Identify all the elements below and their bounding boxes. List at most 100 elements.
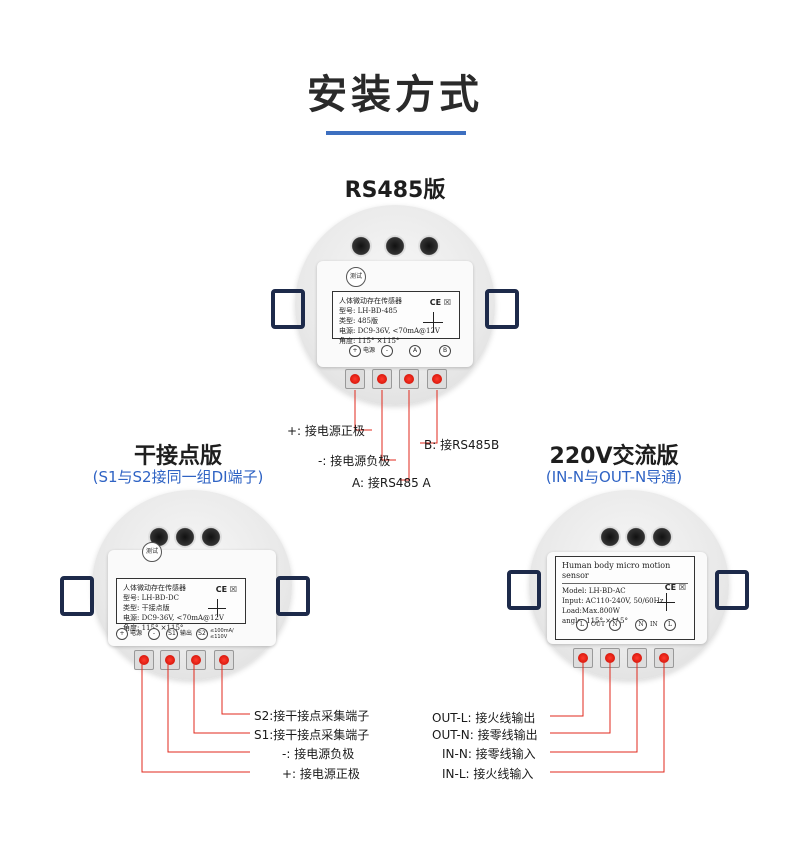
ce-mark-icon: CE ☒ — [664, 583, 686, 592]
terminal-screw — [399, 369, 419, 389]
terminal-screw — [345, 369, 365, 389]
ac220-annotation-out-l: OUT-L: 接火线输出 — [432, 711, 536, 725]
terminal-screw — [160, 650, 180, 670]
terminal-in-text: IN — [650, 621, 658, 628]
ac220-subtitle: (IN-N与OUT-N导通) — [545, 468, 683, 486]
dry-label-line: 类型: 干接点版 — [123, 604, 170, 612]
ac220-label-line: angle: 115° ×115° — [562, 617, 628, 625]
ce-mark-icon: CE ☒ — [215, 585, 237, 594]
angle-cross-icon — [657, 602, 675, 603]
rs485-annotation-a: A: 接RS485 A — [352, 476, 431, 490]
leader-line — [381, 390, 396, 461]
rs485-label-line: 电源: DC9-36V, <70mA@12V — [339, 327, 440, 335]
angle-cross-icon — [208, 608, 226, 609]
rs485-left-clip — [271, 289, 305, 329]
terminal-out-text: OUT — [591, 621, 605, 628]
dry-hole — [200, 526, 222, 548]
terminal-mark: + — [116, 628, 128, 640]
leader-line — [141, 662, 250, 773]
rs485-device: 测试 人体微动存在传感器 型号: LH-BD-485 类型: 485版 电源: … — [265, 205, 525, 405]
ce-mark-icon: CE ☒ — [429, 298, 451, 307]
leader-line — [400, 390, 410, 481]
rs485-annotation-b: B: 接RS485B — [424, 438, 500, 452]
rs485-title: RS485版 — [344, 178, 446, 203]
dry-test-button[interactable]: 测试 — [142, 542, 162, 562]
ac220-terminal-marks: L OUT N N IN L — [576, 619, 676, 631]
ac220-label-line: Load:Max.800W — [562, 607, 620, 615]
ac220-label: Human body micro motion sensor Model: LH… — [555, 556, 695, 640]
ac220-right-clip — [715, 570, 749, 610]
leader-line — [550, 660, 611, 734]
terminal-screw — [372, 369, 392, 389]
rs485-right-clip — [485, 289, 519, 329]
dry-label-line: 型号: LH-BD-DC — [123, 594, 179, 602]
dry-label-line: 电源: DC9-36V, <70mA@12V — [123, 614, 224, 622]
terminal-mark: - — [148, 628, 160, 640]
terminal-screw — [134, 650, 154, 670]
terminal-mark: + — [349, 345, 361, 357]
terminal-mark: S2 — [196, 628, 208, 640]
ac220-label-line: Model: LH-BD-AC — [562, 587, 626, 595]
dry-hole — [174, 526, 196, 548]
ac220-annotation-in-l: IN-L: 接火线输入 — [442, 767, 534, 781]
dry-annotation-s2: S2:接干接点采集端子 — [254, 709, 370, 723]
angle-cross-icon — [423, 322, 443, 323]
leader-line — [550, 660, 665, 773]
ac220-annotation-in-n: IN-N: 接零线输入 — [442, 747, 536, 761]
ac220-hole — [625, 526, 647, 548]
rs485-label-line: 型号: LH-BD-485 — [339, 307, 398, 315]
terminal-output-text: 输出 — [180, 630, 193, 637]
ac220-hole — [651, 526, 673, 548]
terminal-screw — [214, 650, 234, 670]
ac220-left-clip — [507, 570, 541, 610]
dry-subtitle: (S1与S2接同一组DI端子) — [92, 468, 264, 486]
dry-annotation-s1: S1:接干接点采集端子 — [254, 728, 370, 742]
ac220-hole — [599, 526, 621, 548]
terminal-mark: - — [381, 345, 393, 357]
title-underline — [326, 131, 466, 135]
rs485-label-line: 角度: 115° ×115° — [339, 337, 400, 345]
ac220-label-line: Input: AC110-240V, 50/60Hz — [562, 597, 664, 605]
dry-left-clip — [60, 576, 94, 616]
ac220-device: Human body micro motion sensor Model: LH… — [505, 490, 755, 680]
rs485-hole — [384, 235, 406, 257]
terminal-rating-text: ≤100mA/≤110V — [210, 628, 234, 640]
terminal-mark: L — [664, 619, 676, 631]
rs485-hole — [350, 235, 372, 257]
dry-title: 干接点版 — [133, 444, 222, 469]
ac220-title: 220V交流版 — [549, 444, 679, 469]
leader-line — [354, 390, 372, 431]
terminal-mark: N — [609, 619, 621, 631]
rs485-hole — [418, 235, 440, 257]
dry-terminal-marks: + 电源 - S1 输出 S2 ≤100mA/≤110V — [116, 628, 236, 640]
rs485-terminal-marks: + 电源 - A B — [349, 345, 451, 357]
dry-label-heading: 人体微动存在传感器 — [123, 584, 186, 592]
rs485-test-button[interactable]: 测试 — [346, 267, 366, 287]
terminal-power-text: 电源 — [363, 347, 376, 354]
page-title: 安装方式 — [307, 72, 483, 118]
leader-line — [420, 390, 438, 444]
dry-right-clip — [276, 576, 310, 616]
terminal-screw — [427, 369, 447, 389]
dry-device: 测试 人体微动存在传感器 型号: LH-BD-DC 类型: 干接点版 电源: D… — [52, 490, 322, 680]
terminal-mark: S1 — [166, 628, 178, 640]
leader-line — [550, 660, 584, 717]
rs485-label-line: 类型: 485版 — [339, 317, 378, 325]
rs485-annotation-plus: +: 接电源正极 — [287, 424, 365, 438]
rs485-annotation-minus: -: 接电源负极 — [318, 454, 391, 468]
terminal-mark: N — [635, 619, 647, 631]
ac220-annotation-out-n: OUT-N: 接零线输出 — [432, 728, 538, 742]
terminal-mark: A — [409, 345, 421, 357]
leader-line — [550, 660, 638, 753]
rs485-label-heading: 人体微动存在传感器 — [339, 297, 402, 305]
leader-line — [221, 662, 250, 715]
leader-line — [167, 662, 250, 753]
terminal-mark: B — [439, 345, 451, 357]
dry-annotation-plus: +: 接电源正极 — [282, 767, 360, 781]
terminal-mark: L — [576, 619, 588, 631]
terminal-power-text: 电源 — [130, 630, 143, 637]
leader-line — [193, 662, 250, 734]
ac220-label-heading: Human body micro motion sensor — [562, 561, 688, 584]
dry-annotation-minus: -: 接电源负极 — [282, 747, 355, 761]
